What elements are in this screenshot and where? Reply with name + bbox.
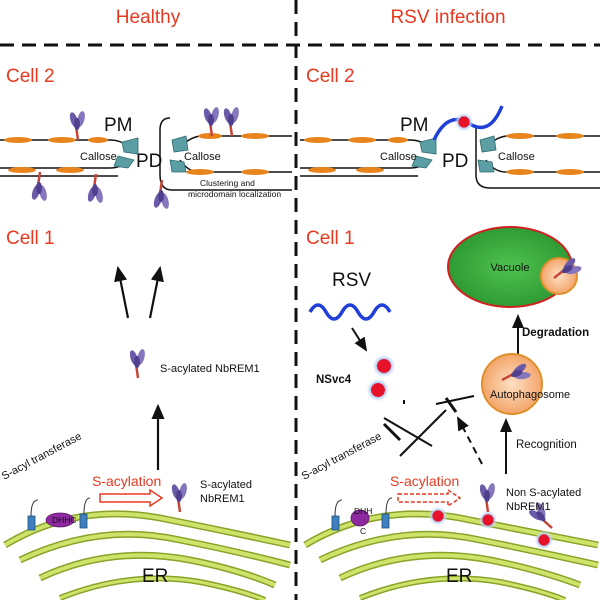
rsv-dhhc-line2: C xyxy=(360,526,366,536)
rsv-cell1-label: Cell 1 xyxy=(306,228,355,249)
rsv-transferase-label: S-acyl transferase xyxy=(300,430,384,482)
rsv-er xyxy=(303,510,599,600)
rsv-arrow-to-nsvc4 xyxy=(351,327,368,352)
healthy-arrow-up-right xyxy=(148,265,164,319)
rsv-transferase xyxy=(331,497,393,531)
rsv-er-label: ER xyxy=(446,566,472,587)
healthy-callose-right-label: Callose xyxy=(184,151,221,163)
rsv-inhibition-2 xyxy=(435,395,475,405)
autophagosome-shape xyxy=(481,353,543,415)
healthy-pm-label: PM xyxy=(104,115,133,136)
rsv-non-acylated-line1: Non S-acylated xyxy=(506,487,581,499)
rsv-callose-right-label: Callose xyxy=(498,151,535,163)
rsv-recognition-label: Recognition xyxy=(516,439,577,451)
rsv-callose-left-shape xyxy=(419,137,437,155)
rsv-vacuole-label: Vacuole xyxy=(491,262,530,274)
healthy-transferase xyxy=(27,497,91,531)
healthy-er xyxy=(3,510,291,600)
healthy-callose-left-label: Callose xyxy=(80,151,117,163)
healthy-callose-right-shape xyxy=(171,135,189,153)
rsv-callose-right-shape xyxy=(479,135,497,153)
healthy-clustering-line1: Clustering and xyxy=(200,178,255,188)
rsv-dhhc-line1: DHH xyxy=(354,506,372,516)
rsv-cell2-label: Cell 2 xyxy=(306,66,355,87)
healthy-dhhc-label: DHHC xyxy=(52,515,77,525)
healthy-s-acylated-low-line1: S-acylated xyxy=(200,479,252,491)
rsv-pm-label: PM xyxy=(400,115,429,136)
healthy-title: Healthy xyxy=(116,7,181,28)
healthy-rem-protein xyxy=(66,109,88,142)
rsv-virus-icon xyxy=(308,303,392,321)
healthy-s-acylated-low-line2: NbREM1 xyxy=(200,493,245,505)
healthy-transferase-label: S-acyl transferase xyxy=(0,430,84,482)
healthy-cell2-label: Cell 2 xyxy=(6,66,55,87)
rsv-non-acylated-line2: NbREM1 xyxy=(506,501,551,513)
healthy-clustering-line2: microdomain localization xyxy=(188,189,281,199)
rsv-inhibition-1 xyxy=(399,409,447,457)
rsv-dashed-arrow xyxy=(457,416,483,465)
rsv-acylation-label: S-acylation xyxy=(390,473,459,489)
rsv-acylation-arrow xyxy=(397,488,462,508)
rsv-pd-label: PD xyxy=(442,151,468,172)
healthy-er-label: ER xyxy=(142,566,168,587)
healthy-callose-left-shape xyxy=(121,137,139,155)
rsv-callose-left-label: Callose xyxy=(380,151,417,163)
nsvc4-particle xyxy=(373,355,395,377)
rsv-degradation-label: Degradation xyxy=(522,327,589,339)
healthy-cell1-label: Cell 1 xyxy=(6,228,55,249)
healthy-pd-label: PD xyxy=(136,151,162,172)
healthy-s-acylated-rem-low xyxy=(168,481,190,514)
healthy-arrow-up-left xyxy=(114,265,130,319)
rsv-title: RSV infection xyxy=(390,7,505,28)
healthy-acylation-arrow xyxy=(99,488,164,508)
healthy-acylation-label: S-acylation xyxy=(92,473,161,489)
rsv-virus-label: RSV xyxy=(332,270,371,291)
rsv-non-acylated-rem xyxy=(476,481,498,514)
rsv-nsvc4-label: NSvc4 xyxy=(316,374,352,386)
healthy-s-acylated-rem-mid xyxy=(126,347,148,380)
healthy-s-acylated-mid-label: S-acylated NbREM1 xyxy=(160,363,260,375)
rsv-autophagosome-label: Autophagosome xyxy=(490,389,570,401)
healthy-plasma-membrane xyxy=(0,117,292,191)
